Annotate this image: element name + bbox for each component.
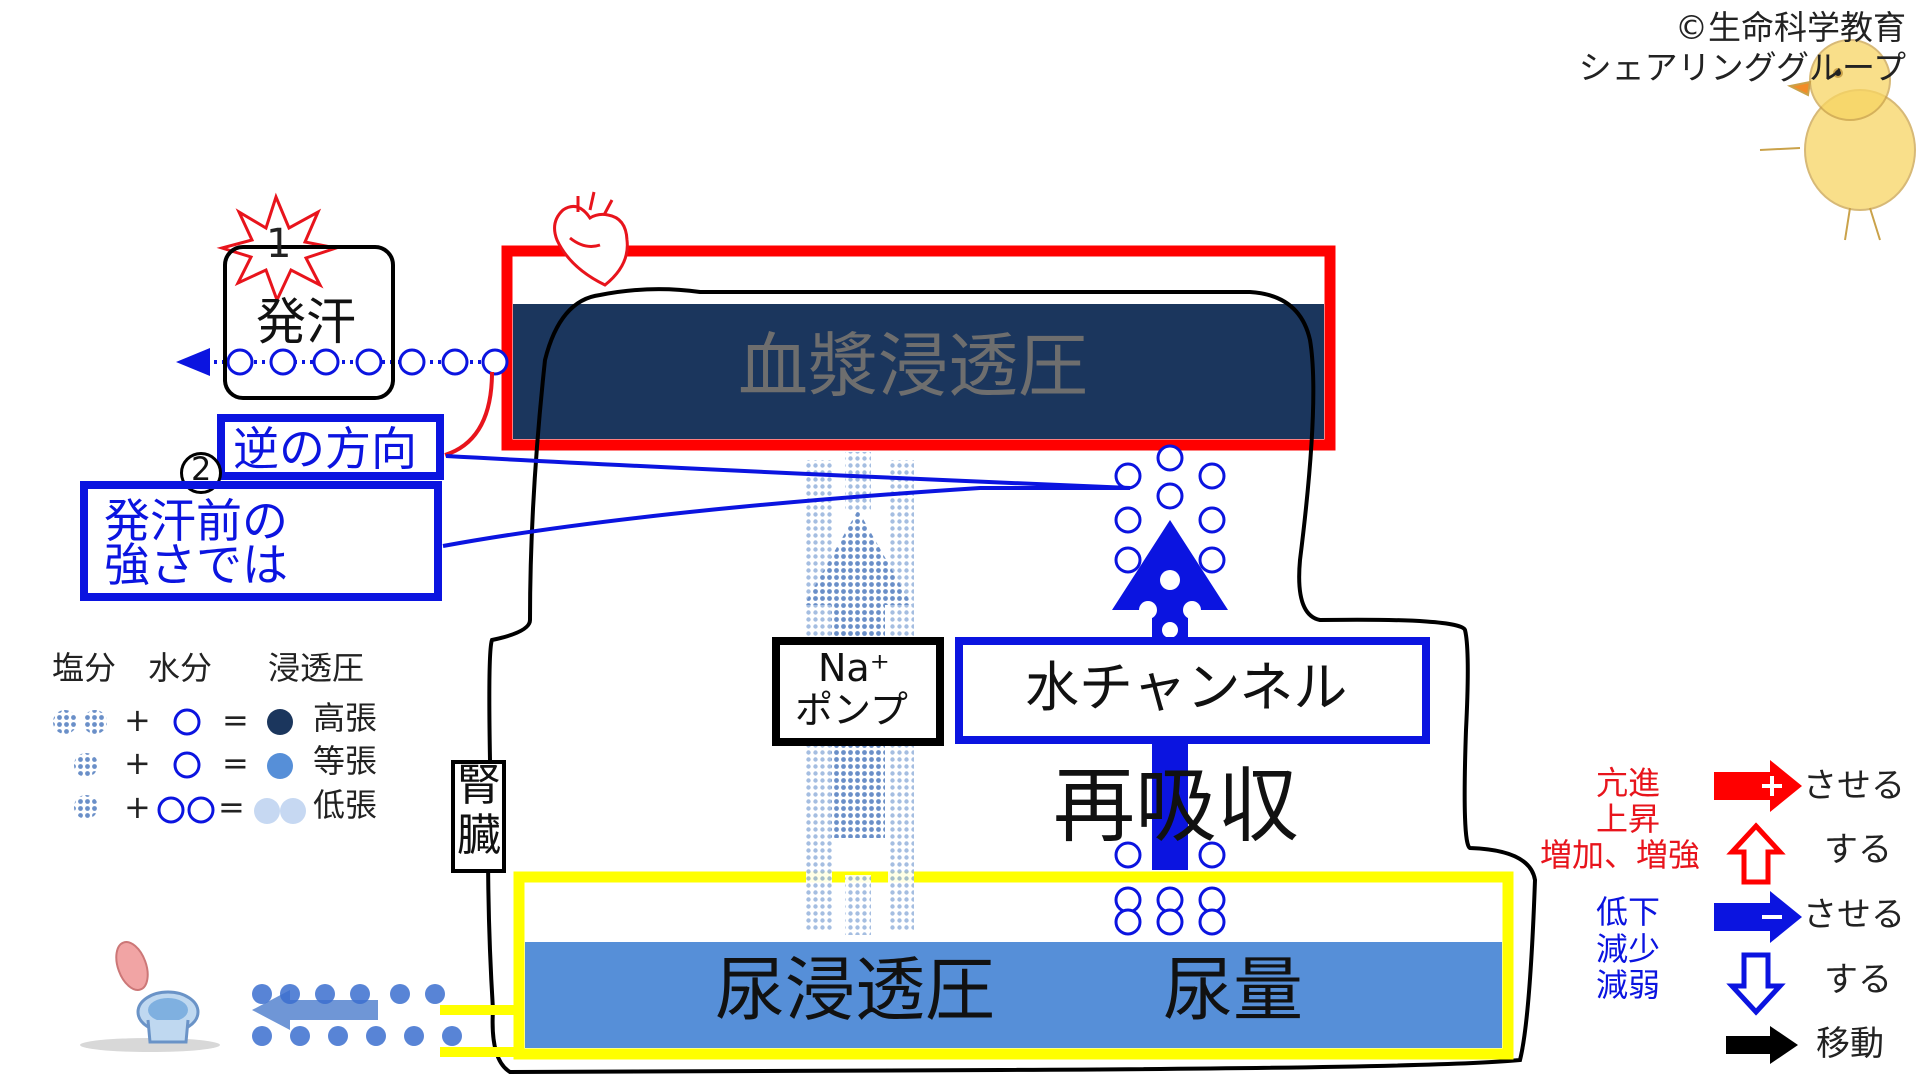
key-red-word-2: 上昇 bbox=[1596, 800, 1661, 838]
key-red-word-1: 亢進 bbox=[1596, 764, 1661, 802]
key-red-cause: させる bbox=[1803, 766, 1905, 806]
legend-symbols bbox=[53, 708, 306, 824]
pump-box bbox=[772, 637, 944, 746]
urine-osmotic-label: 尿浸透圧 bbox=[715, 949, 995, 1031]
reverse-badge: 2 bbox=[191, 450, 212, 488]
legend-eq-3: = bbox=[218, 788, 245, 826]
kidney-outline bbox=[486, 287, 1538, 1075]
pump-line1: Na⁺ bbox=[818, 646, 890, 690]
red-connector bbox=[444, 371, 494, 457]
urine-outflow bbox=[252, 984, 462, 1046]
legend-head-osmotic: 浸透圧 bbox=[268, 649, 365, 687]
reabsorb-label: 再吸収 bbox=[1053, 759, 1300, 854]
plasma-label: 血漿浸透圧 bbox=[738, 325, 1088, 407]
sweat-label: 発汗 bbox=[256, 293, 356, 351]
pre-sweat-line1: 発汗前の bbox=[104, 494, 288, 548]
sweat-water-circles bbox=[226, 348, 509, 376]
legend-eq-1: = bbox=[222, 701, 249, 739]
heart-icon bbox=[553, 191, 629, 287]
blue-connector-1 bbox=[445, 454, 1131, 490]
legend-result-1: 高張 bbox=[313, 699, 378, 737]
sweat-badge: 1 bbox=[266, 221, 292, 267]
urine-volume-label: 尿量 bbox=[1163, 949, 1303, 1031]
sweat-arrowhead bbox=[176, 348, 210, 376]
toilet-icon bbox=[80, 941, 220, 1052]
reverse-label: 逆の方向 bbox=[233, 422, 417, 476]
water-circles bbox=[1114, 444, 1226, 936]
pre-sweat-box bbox=[80, 481, 442, 601]
urine-fill bbox=[525, 942, 1502, 1048]
key-arrows bbox=[1714, 760, 1802, 1064]
kidney-line2: 臓 bbox=[457, 810, 501, 861]
reverse-box bbox=[217, 414, 444, 480]
kidney-box bbox=[451, 760, 506, 873]
copyright-line2: シェアリンググループ bbox=[1578, 48, 1906, 87]
key-red-self: する bbox=[1824, 830, 1892, 870]
channel-box bbox=[955, 637, 1430, 744]
legend-result-2: 等張 bbox=[313, 742, 378, 780]
key-blue-self: する bbox=[1824, 960, 1892, 1000]
key-blue-word-3: 減弱 bbox=[1596, 966, 1661, 1004]
legend-result-3: 低張 bbox=[313, 786, 378, 824]
key-blue-cause: させる bbox=[1803, 895, 1905, 935]
legend-head-water: 水分 bbox=[148, 649, 213, 687]
yellow-outflow bbox=[440, 1005, 519, 1057]
legend-eq-2: = bbox=[222, 744, 249, 782]
legend-head-salt: 塩分 bbox=[52, 649, 117, 687]
blue-connector-2 bbox=[442, 486, 1130, 548]
legend-plus-3: + bbox=[124, 788, 151, 826]
pump-line2: ポンプ bbox=[795, 688, 908, 732]
channel-label: 水チャンネル bbox=[1025, 656, 1348, 719]
sweat-box bbox=[223, 245, 395, 400]
key-blue-word-1: 低下 bbox=[1596, 893, 1661, 931]
plasma-fill bbox=[513, 304, 1324, 439]
key-move-label: 移動 bbox=[1816, 1024, 1884, 1064]
legend-plus-2: + bbox=[124, 744, 151, 782]
key-red-word-3: 増加、増強 bbox=[1540, 836, 1701, 874]
copyright-line1: ©生命科学教育 bbox=[1675, 8, 1906, 47]
legend-plus-1: + bbox=[124, 701, 151, 739]
kidney-line1: 腎 bbox=[457, 760, 501, 811]
key-blue-word-2: 減少 bbox=[1596, 930, 1661, 968]
chick-icon bbox=[1759, 39, 1916, 241]
pre-sweat-line2: 強さでは bbox=[104, 538, 288, 592]
